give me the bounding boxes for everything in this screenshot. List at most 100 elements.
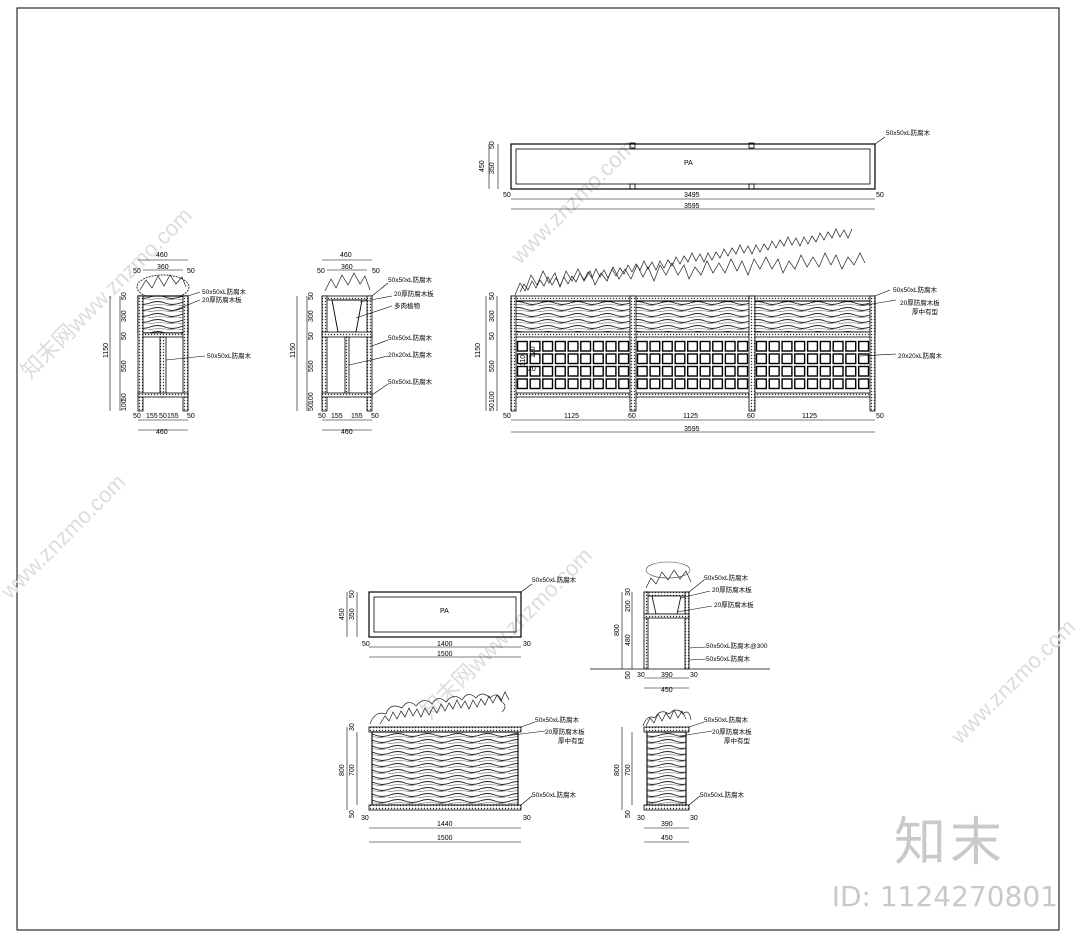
- lattice-cell: [712, 340, 724, 352]
- lattice-grid: [516, 340, 870, 390]
- lattice-cell: [806, 378, 819, 390]
- dim: 300: [489, 310, 496, 322]
- top-plan: [488, 136, 886, 210]
- lattice-cell: [687, 340, 699, 352]
- lattice-cell: [649, 353, 661, 365]
- dim: 550: [489, 360, 496, 372]
- lattice-cell: [755, 365, 768, 377]
- small-plan: [346, 583, 533, 658]
- lattice-cell: [712, 378, 724, 390]
- lattice-cell: [592, 353, 604, 365]
- dim: 1125: [683, 413, 698, 420]
- lattice-cell: [516, 365, 528, 377]
- dim: 1500: [437, 835, 453, 842]
- dim: 1125: [802, 413, 817, 420]
- callout: 50x50xL防腐木: [704, 715, 749, 724]
- lattice-cell: [529, 353, 541, 365]
- lattice-cell: [605, 378, 617, 390]
- lattice-cell: [832, 353, 844, 365]
- dim: 450: [479, 160, 486, 172]
- callout: 50x50xL防腐木: [202, 287, 247, 296]
- lattice-cell: [605, 365, 617, 377]
- lattice-cell: [781, 365, 793, 377]
- lattice-cell: [832, 340, 844, 352]
- dim: 800: [339, 764, 346, 776]
- frame-label: 50x50xL防腐木: [532, 575, 577, 584]
- dim: 155: [351, 413, 363, 420]
- dim: 3495: [684, 192, 700, 199]
- dim: 1400: [437, 641, 453, 648]
- dim: 460: [340, 252, 352, 259]
- dim: 50: [159, 413, 167, 420]
- left-side-elevation: [109, 259, 206, 431]
- lattice-cell: [516, 340, 528, 352]
- callout: 厚中有型: [912, 307, 939, 316]
- dim: 30: [361, 815, 369, 822]
- dim: 450: [661, 687, 673, 694]
- lattice-cell: [845, 378, 857, 390]
- lattice-cell: [724, 340, 736, 352]
- lattice-cell: [699, 378, 711, 390]
- callout: 厚中有型: [724, 736, 751, 745]
- sheet-border: [16, 7, 1060, 931]
- small-front-elevation: [346, 691, 546, 843]
- lattice-cell: [794, 365, 806, 377]
- lattice-cell: [592, 365, 604, 377]
- watermark: www.znzmo.com: [0, 469, 130, 604]
- dim: 50: [121, 292, 128, 300]
- watermark: 知末网www.znzmo.com: [416, 542, 597, 723]
- dim: 1150: [290, 343, 297, 358]
- dim: 50: [876, 413, 884, 420]
- dim: 60: [747, 413, 755, 420]
- lattice-cell: [781, 353, 793, 365]
- lattice-cell: [832, 378, 844, 390]
- lattice-cell: [674, 378, 686, 390]
- dim: 300: [121, 310, 128, 322]
- dim: 1150: [103, 343, 110, 358]
- dim: 50: [625, 671, 632, 679]
- lattice-cell: [699, 353, 711, 365]
- lattice-cell: [580, 365, 592, 377]
- lattice-cell: [845, 353, 857, 365]
- lattice-cell: [567, 353, 579, 365]
- lattice-cell: [768, 365, 780, 377]
- dim: 155: [331, 413, 343, 420]
- lattice-cell: [618, 378, 630, 390]
- dim: 100: [489, 391, 496, 403]
- lattice-cell: [819, 365, 831, 377]
- dim: 390: [661, 672, 673, 679]
- plan-label: PA: [440, 608, 449, 615]
- dim: 50: [308, 292, 315, 300]
- callout: 20厚防腐木板: [394, 289, 434, 298]
- lattice-cell: [592, 340, 604, 352]
- callout: 20厚防腐木板: [712, 585, 752, 594]
- dim: 50: [625, 810, 632, 818]
- lattice-cell: [806, 365, 819, 377]
- dim: 460: [156, 429, 168, 436]
- lattice-cell: [699, 340, 711, 352]
- dim: 30: [625, 588, 632, 596]
- frame-label: 50x50xL防腐木: [886, 128, 931, 137]
- lattice-cell: [755, 378, 768, 390]
- callout: 50x50xL防腐木: [893, 285, 938, 294]
- image-id: ID: 1124270801: [831, 880, 1058, 913]
- lattice-cell: [845, 365, 857, 377]
- lattice-cell: [737, 365, 749, 377]
- lattice-cell: [567, 378, 579, 390]
- lattice-cell: [529, 378, 541, 390]
- callout: 20x20xL防腐木: [898, 351, 943, 360]
- callout: 20厚防腐木板: [202, 295, 242, 304]
- lattice-cell: [516, 353, 528, 365]
- lattice-cell: [592, 378, 604, 390]
- lattice-cell: [674, 340, 686, 352]
- long-front-elevation: [485, 228, 897, 433]
- lattice-cell: [724, 365, 736, 377]
- dim: 700: [349, 764, 356, 776]
- lattice-cell: [661, 365, 673, 377]
- callout: 50x50xL防腐木: [700, 790, 745, 799]
- dim: 50: [489, 403, 496, 411]
- lattice-cell: [819, 353, 831, 365]
- brand-watermark: 知末: [893, 813, 1006, 873]
- watermark: www.znzmo.com: [505, 134, 640, 269]
- lattice-cell: [542, 365, 554, 377]
